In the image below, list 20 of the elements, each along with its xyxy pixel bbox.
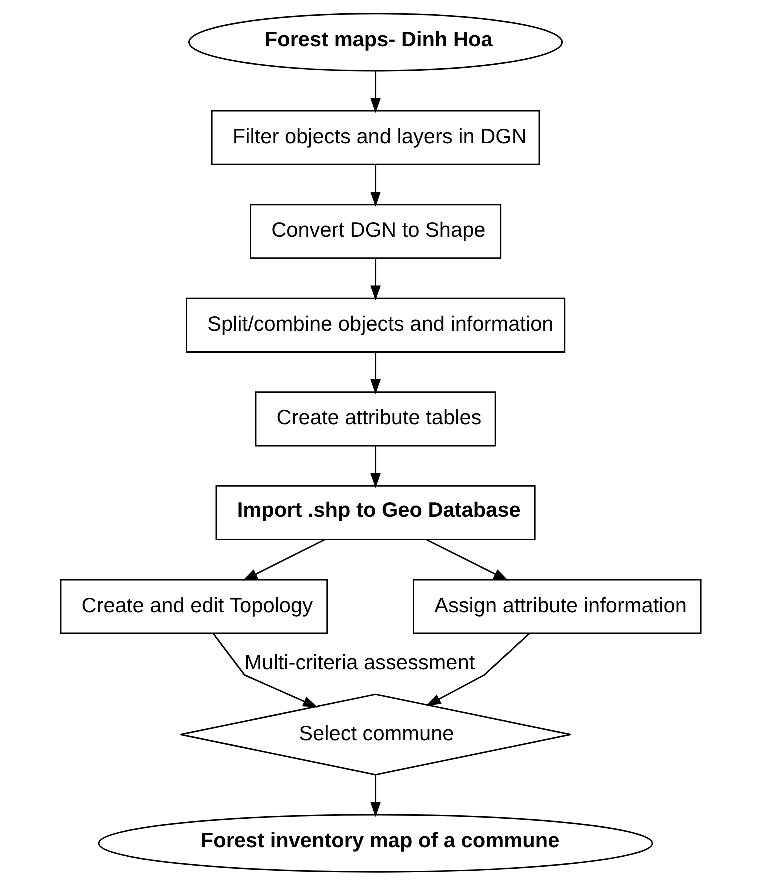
arrow (370, 352, 381, 394)
arrow (370, 446, 381, 488)
arrow (426, 539, 508, 581)
arrow (370, 71, 381, 114)
node-box: Create attribute tables (254, 392, 496, 447)
node-box: Split/combine objects and information (186, 298, 566, 353)
node-ellipse: Forest maps- Dinh Hoa (188, 13, 563, 72)
node-box: Convert DGN to Shape (250, 204, 502, 260)
arrow (212, 633, 318, 708)
arrow (370, 165, 381, 207)
node-box: Import .shp to Geo Database (215, 485, 536, 540)
arrow (426, 633, 530, 706)
arrow (242, 539, 325, 581)
node-box: Create and edit Topology (60, 579, 328, 634)
node-box: Assign attribute information (412, 579, 702, 634)
edge-label: Multi-criteria assessment (244, 652, 475, 675)
node-ellipse: Forest inventory map of a commune (98, 814, 653, 873)
arrow (370, 258, 381, 301)
arrow (370, 775, 381, 818)
node-box: Filter objects and layers in DGN (210, 110, 540, 166)
